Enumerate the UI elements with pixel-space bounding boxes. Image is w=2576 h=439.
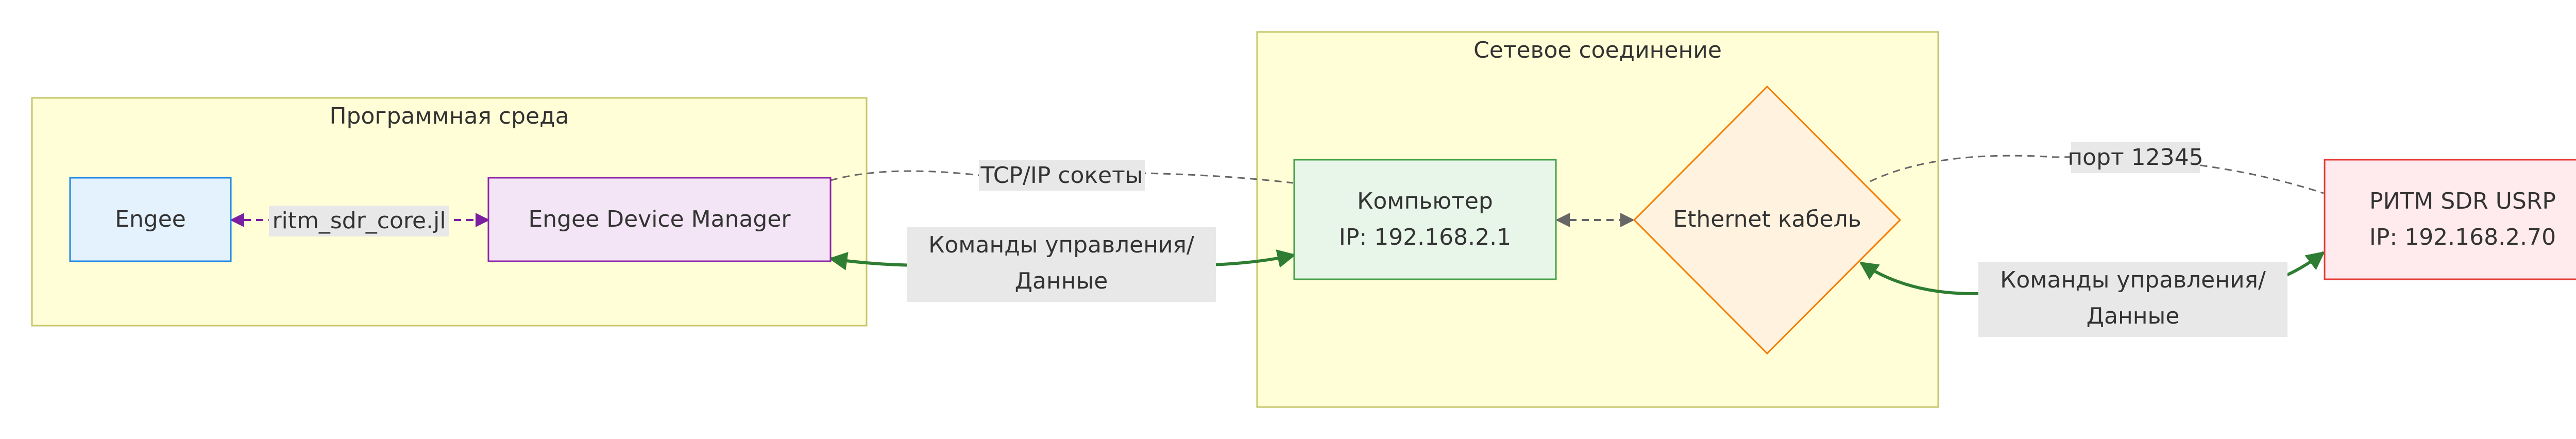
node-device-manager-box <box>487 177 832 262</box>
edge-port <box>1870 155 2324 194</box>
node-engee-label: Engee <box>115 206 186 232</box>
node-engee-box <box>69 177 232 262</box>
node-computer-line1: Компьютер <box>1357 188 1493 214</box>
edge-label-tcp-bg <box>979 160 1145 191</box>
node-device-manager-label: Engee Device Manager <box>528 206 791 232</box>
edge-label-control-left: Команды управления/ Данные <box>907 227 1216 302</box>
node-device-manager[interactable]: Engee Device Manager <box>487 177 832 262</box>
node-sdr-line2: IP: 192.168.2.70 <box>2369 224 2556 250</box>
node-ethernet-label: Ethernet кабель <box>1673 206 1861 232</box>
edge-label-ritm-core-text: ritm_sdr_core.jl <box>272 208 446 234</box>
node-sdr-box <box>2324 159 2576 280</box>
edge-label-control-left-line2: Данные <box>1015 268 1108 294</box>
edge-label-control-right-line1: Команды управления/ <box>2000 267 2266 293</box>
edge-label-control-right: Команды управления/ Данные <box>1978 262 2287 337</box>
edge-label-control-right-bg <box>1978 262 2287 337</box>
edge-label-control-left-line1: Команды управления/ <box>928 232 1194 258</box>
edge-label-ritm-core: ritm_sdr_core.jl <box>269 206 449 237</box>
node-computer-box <box>1293 159 1557 280</box>
node-engee[interactable]: Engee <box>69 177 232 262</box>
edge-label-ritm-core-bg <box>269 206 449 237</box>
edge-label-tcp-text: TCP/IP сокеты <box>980 162 1143 189</box>
group-network-title: Сетевое соединение <box>1473 37 1722 63</box>
edge-tcp-ip <box>830 170 1294 184</box>
edge-label-port-bg <box>2071 142 2200 173</box>
node-ethernet[interactable]: Ethernet кабель <box>1633 85 1902 355</box>
edge-label-tcp: TCP/IP сокеты <box>979 160 1145 191</box>
group-software-title: Программная среда <box>329 103 569 129</box>
node-ethernet-diamond <box>1633 85 1902 355</box>
edge-label-control-left-bg <box>907 227 1216 302</box>
node-sdr-line1: РИТМ SDR USRP <box>2369 188 2556 214</box>
edge-label-control-right-line2: Данные <box>2087 303 2180 329</box>
edge-label-port: порт 12345 <box>2067 142 2204 173</box>
node-computer[interactable]: Компьютер IP: 192.168.2.1 <box>1293 159 1557 280</box>
node-computer-line2: IP: 192.168.2.1 <box>1339 224 1511 250</box>
edge-label-port-text: порт 12345 <box>2067 144 2203 171</box>
node-sdr[interactable]: РИТМ SDR USRP IP: 192.168.2.70 <box>2324 159 2576 280</box>
